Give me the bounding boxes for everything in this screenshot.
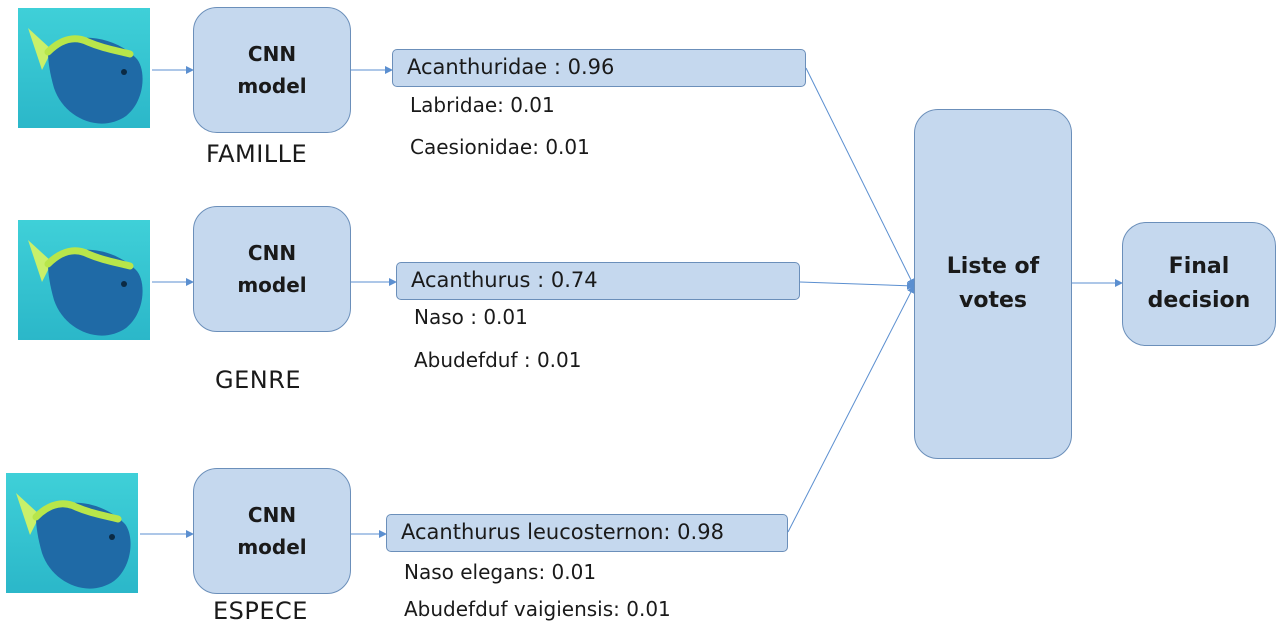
cnn-model-label: CNN model bbox=[237, 503, 307, 559]
cnn-model-label: CNN model bbox=[237, 241, 307, 297]
level-label-genre: GENRE bbox=[215, 366, 302, 394]
final-decision-label: Final decision bbox=[1147, 254, 1251, 313]
top-prediction-famille: Acanthuridae : 0.96 bbox=[392, 49, 806, 87]
prediction-famille-2: Labridae: 0.01 bbox=[410, 93, 555, 117]
cnn-model-box-genre: CNN model bbox=[193, 206, 351, 332]
cnn-model-box-famille: CNN model bbox=[193, 7, 351, 133]
arrow-pred2-votes bbox=[799, 281, 915, 290]
cnn-model-label: CNN model bbox=[237, 42, 307, 98]
prediction-genre-2: Naso : 0.01 bbox=[414, 305, 528, 329]
fish-image-3 bbox=[6, 473, 138, 593]
top-prediction-genre: Acanthurus : 0.74 bbox=[396, 262, 800, 300]
fish-image-2 bbox=[18, 220, 150, 340]
final-decision-box: Final decision bbox=[1122, 222, 1276, 346]
cnn-model-box-espece: CNN model bbox=[193, 468, 351, 594]
prediction-espece-3: Abudefduf vaigiensis: 0.01 bbox=[404, 597, 671, 621]
level-label-famille: FAMILLE bbox=[206, 140, 308, 168]
arrow-pred3-votes bbox=[787, 285, 915, 533]
prediction-genre-3: Abudefduf : 0.01 bbox=[414, 348, 582, 372]
level-label-espece: ESPECE bbox=[213, 597, 308, 625]
votes-list-box: Liste of votes bbox=[914, 109, 1072, 459]
votes-list-label: Liste of votes bbox=[946, 254, 1040, 313]
top-prediction-espece: Acanthurus leucosternon: 0.98 bbox=[386, 514, 788, 552]
fish-image-1 bbox=[18, 8, 150, 128]
prediction-espece-2: Naso elegans: 0.01 bbox=[404, 560, 597, 584]
prediction-famille-3: Caesionidae: 0.01 bbox=[410, 135, 590, 159]
arrow-pred1-votes bbox=[805, 67, 915, 287]
